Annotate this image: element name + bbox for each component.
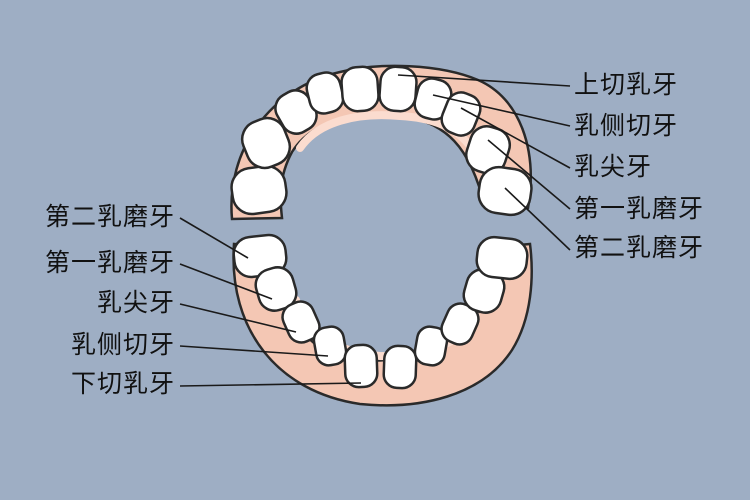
leader-lower-second-molar <box>179 217 249 259</box>
teeth-group <box>230 65 533 390</box>
upper-right-second-molar <box>477 165 533 217</box>
lower-left-central-incisor <box>343 343 379 389</box>
leader-upper-central-incisor <box>397 74 571 87</box>
label-upper-central-incisor: 上切乳牙 <box>574 70 679 99</box>
leader-lower-lateral-incisor <box>179 345 329 357</box>
leader-upper-second-molar <box>504 187 571 251</box>
leader-lower-central-incisor <box>179 382 362 387</box>
upper-gum-inner-highlight <box>296 111 482 164</box>
upper-left-central-incisor <box>340 65 380 113</box>
lower-left-canine <box>281 300 321 344</box>
upper-right-central-incisor <box>378 65 418 113</box>
leader-lines-group <box>179 74 571 387</box>
leader-upper-canine <box>460 107 571 169</box>
upper-left-first-molar <box>240 116 292 170</box>
label-lower-lateral-incisor: 乳侧切牙 <box>70 330 175 359</box>
label-upper-lateral-incisor: 乳侧切牙 <box>574 111 679 140</box>
label-lower-central-incisor: 下切乳牙 <box>70 369 175 398</box>
label-lower-canine: 乳尖牙 <box>96 288 175 317</box>
leader-lower-canine <box>179 303 297 333</box>
lower-right-central-incisor <box>382 344 418 390</box>
label-upper-canine: 乳尖牙 <box>574 152 653 181</box>
label-upper-first-molar: 第一乳磨牙 <box>574 194 705 223</box>
leader-upper-first-molar <box>487 139 571 210</box>
lower-right-second-molar <box>475 235 529 281</box>
leader-lower-first-molar <box>179 263 273 300</box>
label-lower-second-molar: 第二乳磨牙 <box>44 202 175 231</box>
leader-upper-lateral-incisor <box>432 94 571 127</box>
label-lower-first-molar: 第一乳磨牙 <box>44 248 175 277</box>
lower-right-lateral-incisor <box>413 325 449 367</box>
label-upper-second-molar: 第二乳磨牙 <box>574 233 705 262</box>
upper-left-second-molar <box>230 164 288 216</box>
